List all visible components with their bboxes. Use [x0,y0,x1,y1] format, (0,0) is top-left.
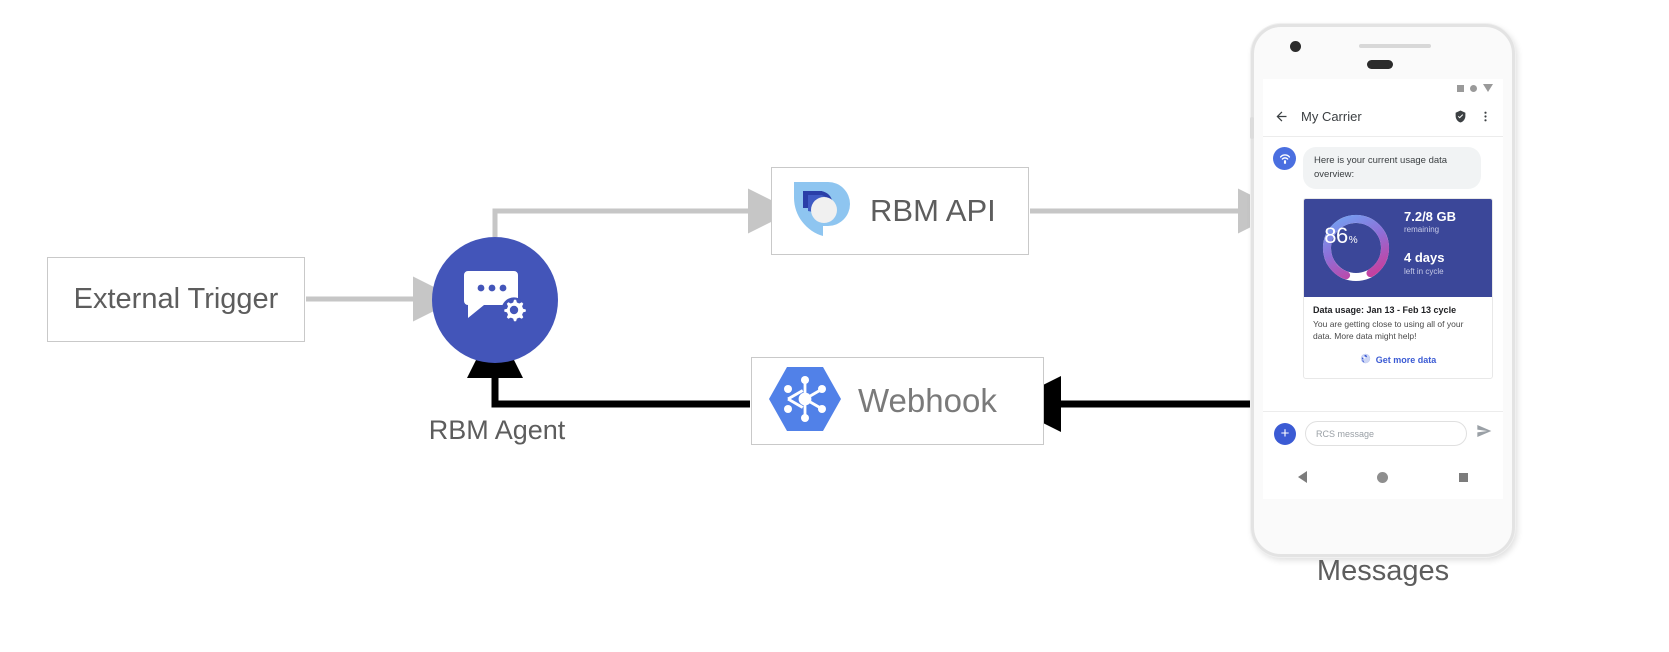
phone-screen: My Carrier [1263,79,1503,499]
app-bar: My Carrier [1263,97,1503,137]
webhook-node[interactable]: Webhook [751,357,1044,445]
message-row: Here is your current usage data overview… [1273,147,1493,189]
data-remaining-value: 7.2/8 GB [1404,208,1457,224]
donut-percent-value: 86 [1324,222,1348,248]
status-bar [1263,79,1503,97]
rbm-api-label: RBM API [870,193,996,228]
arrow-webhook-to-agent [467,322,750,408]
send-icon[interactable] [1476,423,1492,444]
back-arrow-icon[interactable] [1274,109,1289,124]
phone-camera-icon [1290,41,1301,52]
card-title: Data usage: Jan 13 - Feb 13 cycle [1313,304,1457,315]
phone-earpiece [1359,44,1431,48]
more-vert-icon[interactable] [1479,110,1492,123]
conversation: Here is your current usage data overview… [1263,137,1503,380]
rbm-agent-node[interactable] [432,237,558,363]
rcs-message-input[interactable]: RCS message [1305,421,1467,446]
message-composer: + RCS message [1263,411,1503,455]
get-more-data-label: Get more data [1375,355,1437,366]
rbm-api-logo-icon [786,174,856,249]
card-description: You are getting close to using all of yo… [1313,318,1464,342]
verified-shield-icon[interactable] [1454,110,1467,123]
nav-recents-icon[interactable] [1458,472,1468,482]
plus-icon[interactable]: + [1274,422,1296,445]
nav-home-icon[interactable] [1377,471,1389,483]
webhook-hexagon-icon [768,363,842,440]
get-more-data-button[interactable]: Get more data [1313,351,1483,369]
donut-center-label: 86 % [1304,199,1378,273]
phone-mockup: My Carrier [1250,24,1515,557]
external-trigger-label: External Trigger [73,283,279,315]
webhook-label: Webhook [858,382,997,419]
data-usage-card[interactable]: 86 % 7.2/8 GB remaining 4 days left in c… [1303,197,1493,380]
globe-icon [1360,351,1371,369]
rbm-api-node[interactable]: RBM API [771,167,1029,255]
phone-speaker [1367,60,1393,69]
circle-icon [1470,84,1477,92]
chat-gear-icon [462,267,528,334]
android-nav-bar [1263,455,1503,499]
signal-tower-icon [1273,147,1296,170]
arrow-agent-to-api [492,188,793,237]
phone-side-button[interactable] [1250,117,1254,139]
donut-percent-symbol: % [1348,234,1358,246]
messages-caption: Messages [1316,555,1450,587]
rcs-message-placeholder: RCS message [1316,428,1375,439]
external-trigger-node[interactable]: External Trigger [47,257,305,342]
days-left-label: left in cycle [1404,266,1444,276]
message-bubble: Here is your current usage data overview… [1303,147,1481,189]
usage-donut-chart [1319,211,1393,285]
days-left-value: 4 days [1404,250,1445,266]
square-icon [1457,84,1464,92]
card-hero-stats: 7.2/8 GB remaining 4 days left in cycle [1404,209,1490,276]
data-remaining-label: remaining [1404,225,1440,235]
rbm-agent-caption: RBM Agent [428,415,566,445]
card-body: Data usage: Jan 13 - Feb 13 cycle You ar… [1304,297,1492,379]
triangle-down-icon [1483,84,1493,92]
app-bar-title: My Carrier [1301,109,1362,124]
card-hero: 86 % 7.2/8 GB remaining 4 days left in c… [1304,198,1492,297]
nav-back-icon[interactable] [1298,471,1308,483]
